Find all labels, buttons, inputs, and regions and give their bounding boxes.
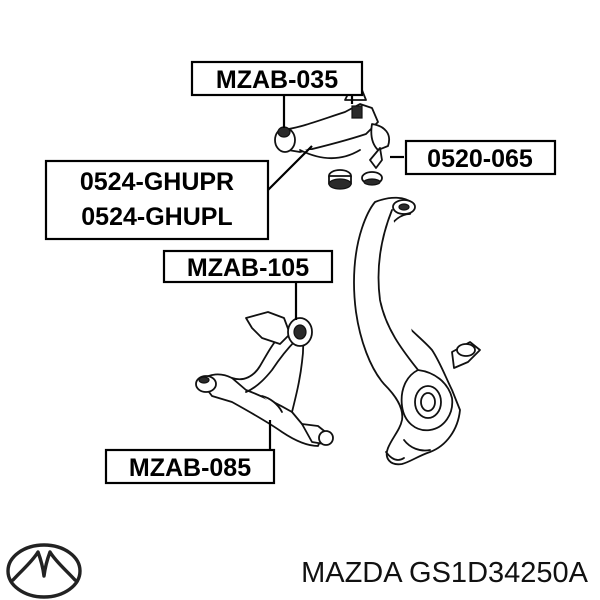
upper-control-arm xyxy=(274,89,390,169)
mazda-logo-icon xyxy=(6,543,82,599)
callout-0520-065: 0520-065 xyxy=(404,139,557,176)
upper-arm-bushings xyxy=(328,169,383,190)
callout-label-mzab-085: MZAB-085 xyxy=(129,454,251,482)
callout-0524-ghup: 0524-GHUPR 0524-GHUPL xyxy=(44,159,270,241)
callout-mzab-085: MZAB-085 xyxy=(104,448,276,485)
leader-lines xyxy=(267,94,404,450)
callout-label-0524-ghupl: 0524-GHUPL xyxy=(81,203,232,231)
callout-mzab-035: MZAB-035 xyxy=(190,60,364,97)
callout-label-0520-065: 0520-065 xyxy=(427,145,533,173)
callout-label-mzab-035: MZAB-035 xyxy=(216,66,338,94)
callout-label-mzab-105: MZAB-105 xyxy=(187,254,309,282)
callout-mzab-105: MZAB-105 xyxy=(162,249,334,284)
callout-label-0524-ghupr: 0524-GHUPR xyxy=(80,168,234,196)
steering-knuckle xyxy=(353,196,481,466)
part-number-label: MAZDA GS1D34250A xyxy=(301,557,589,589)
lower-control-arm xyxy=(195,311,334,447)
